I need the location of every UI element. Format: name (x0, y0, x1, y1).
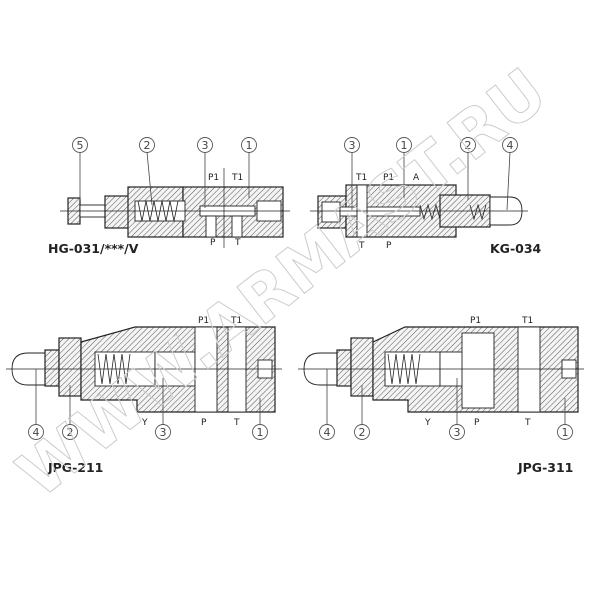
jpg-211-callouts: 4 2 3 1 (28, 369, 268, 440)
circ-element (460, 137, 476, 153)
num-element: 2 (359, 426, 366, 439)
circ-element (197, 137, 213, 153)
spring-element (469, 203, 487, 221)
circ-element (139, 137, 155, 153)
jpg-311-callouts: 4 2 3 1 (319, 369, 573, 440)
num-element: 4 (324, 426, 331, 439)
num-element: 3 (349, 139, 356, 152)
circ-element (502, 137, 518, 153)
lead-element (146, 151, 153, 206)
bore-element (461, 332, 495, 409)
num-element: 2 (465, 139, 472, 152)
jpg-211-title: JPG-211 (47, 460, 103, 475)
callout-2: 2 (144, 139, 151, 152)
kg-034-callouts: 3 1 2 4 (344, 137, 518, 211)
circ-element (354, 424, 370, 440)
lbl-element: P1 (383, 173, 394, 183)
lead-element (506, 151, 511, 211)
port-p: P (210, 238, 216, 248)
lbl-element: T (233, 418, 240, 428)
body-element (44, 349, 60, 387)
spring-element (419, 203, 441, 221)
bore-element (194, 326, 218, 413)
callout-3: 3 (202, 139, 209, 152)
circ-element (557, 424, 573, 440)
circ-element (252, 424, 268, 440)
num-element: 1 (401, 139, 408, 152)
lbl-element: P (474, 418, 480, 428)
bore-element (227, 326, 247, 413)
callout-1: 1 (246, 139, 253, 152)
lbl-element: Y (141, 418, 148, 428)
lbl-element: T (358, 241, 365, 251)
lbl-element: T1 (521, 316, 533, 326)
hg-031-section (60, 168, 290, 248)
circ-element (449, 424, 465, 440)
jpg-311-section (298, 326, 584, 413)
lbl-element: Y (424, 418, 431, 428)
num-element: 1 (562, 426, 569, 439)
circ-element (155, 424, 171, 440)
lbl-element: P (201, 418, 207, 428)
port-p1: P1 (208, 173, 219, 183)
num-element: 3 (160, 426, 167, 439)
bore-element (517, 326, 541, 413)
bore-element (205, 215, 217, 238)
num-element: 4 (33, 426, 40, 439)
body-element (336, 349, 352, 387)
circ-element (241, 137, 257, 153)
bore-element (339, 206, 421, 217)
kg-034-title: KG-034 (490, 241, 542, 256)
circ-element (319, 424, 335, 440)
circ-element (344, 137, 360, 153)
lbl-element: P (386, 241, 392, 251)
hg-031-title: HG-031/***/V (48, 241, 139, 256)
watermark: WWW.ARMAST.RU (4, 55, 561, 513)
circ-element (28, 424, 44, 440)
spring-element (137, 200, 179, 222)
num-element: 3 (454, 426, 461, 439)
body-element (104, 195, 130, 229)
port-t1: T1 (231, 173, 243, 183)
spring-element (97, 353, 131, 385)
lbl-element: T1 (230, 316, 242, 326)
circ-element (62, 424, 78, 440)
lbl-element: T1 (355, 173, 367, 183)
num-element: 1 (257, 426, 264, 439)
jpg-211-section (6, 326, 282, 413)
lbl-element: P1 (198, 316, 209, 326)
callout-5: 5 (77, 139, 84, 152)
circ-element (72, 137, 88, 153)
kg-034-section (310, 184, 528, 238)
lbl-element: P1 (470, 316, 481, 326)
circ-element (396, 137, 412, 153)
bore-element (231, 215, 243, 238)
num-element: 4 (507, 139, 514, 152)
lbl-element: T (524, 418, 531, 428)
hg-031-callouts: 5 2 3 1 (72, 137, 257, 208)
lbl-element: A (413, 173, 420, 183)
num-element: 2 (67, 426, 74, 439)
jpg-311-title: JPG-311 (517, 460, 573, 475)
port-t: T (234, 238, 241, 248)
spring-element (387, 353, 421, 385)
